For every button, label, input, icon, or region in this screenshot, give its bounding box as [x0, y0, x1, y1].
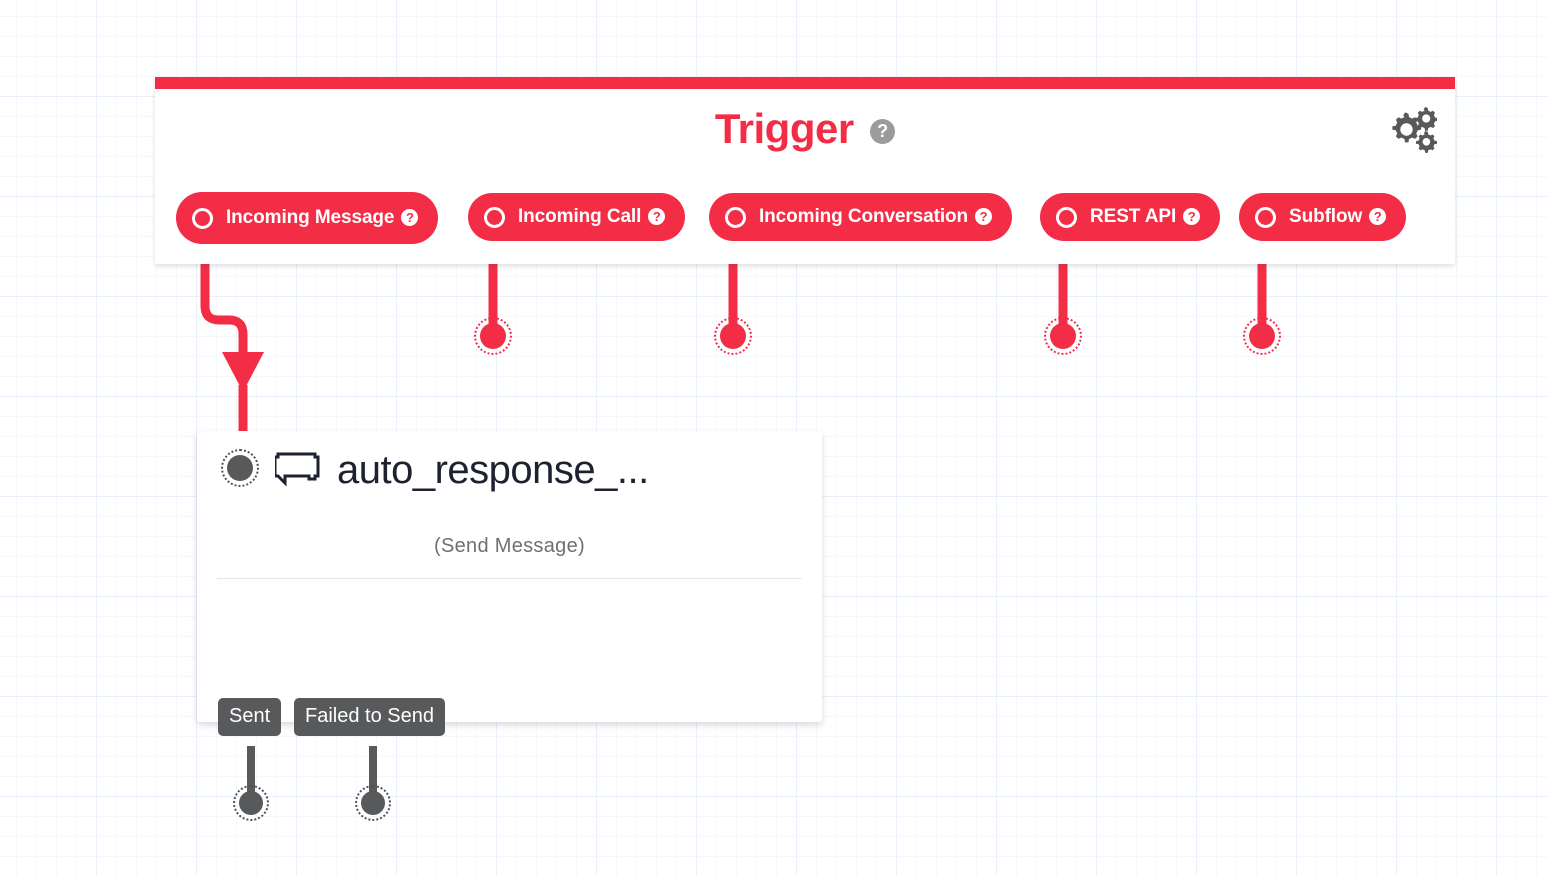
trigger-pill-label: Incoming Message [226, 207, 395, 228]
connector-endpoint-incoming-conversation[interactable] [714, 317, 752, 355]
trigger-pill-label: Incoming Conversation [759, 206, 969, 227]
connector-endpoint-rest-api[interactable] [1044, 317, 1082, 355]
gears-icon-svg [1392, 107, 1438, 153]
node-divider [217, 578, 802, 579]
trigger-pill-incoming-call[interactable]: Incoming Call ? [468, 193, 686, 241]
endpoint-fill [1249, 323, 1275, 349]
trigger-pill-subflow[interactable]: Subflow ? [1239, 193, 1407, 241]
trigger-help-icon-incoming-conversation[interactable]: ? [975, 207, 993, 225]
endpoint-fill [1050, 323, 1076, 349]
node-subtitle: (Send Message) [434, 535, 585, 557]
node-header: auto_response_... [275, 448, 649, 493]
trigger-pill-rest-api[interactable]: REST API ? [1040, 193, 1221, 241]
node-input-port[interactable] [221, 449, 259, 487]
trigger-port-incoming-call[interactable] [484, 206, 505, 228]
endpoint-fill [720, 323, 746, 349]
connector-arrowhead [222, 352, 264, 392]
trigger-help-icon-incoming-call[interactable]: ? [648, 207, 666, 225]
trigger-pill-label: REST API [1090, 206, 1177, 227]
node-card-auto-response[interactable] [197, 431, 822, 722]
port-fill [239, 791, 263, 815]
trigger-pill-incoming-conversation[interactable]: Incoming Conversation ? [709, 193, 1013, 241]
node-title: auto_response_... [337, 448, 649, 492]
trigger-help-icon-rest-api[interactable]: ? [1183, 207, 1201, 225]
connector-endpoint-subflow[interactable] [1243, 317, 1281, 355]
node-output-port-failed-to-send[interactable] [355, 785, 391, 821]
trigger-port-subflow[interactable] [1255, 206, 1276, 228]
node-output-label-sent[interactable]: Sent [218, 698, 282, 736]
endpoint-fill [480, 323, 506, 349]
chat-bubble-icon [275, 452, 320, 487]
trigger-port-incoming-message[interactable] [192, 207, 213, 229]
node-output-label-failed-to-send[interactable]: Failed to Send [294, 698, 445, 736]
connector-endpoint-incoming-call[interactable] [474, 317, 512, 355]
trigger-port-rest-api[interactable] [1056, 206, 1077, 228]
trigger-help-icon-subflow[interactable]: ? [1369, 207, 1387, 225]
node-output-port-sent[interactable] [233, 785, 269, 821]
port-fill [227, 455, 253, 481]
trigger-panel-accent-bar [155, 77, 1455, 89]
trigger-port-incoming-conversation[interactable] [725, 206, 746, 228]
trigger-pill-label: Subflow [1289, 206, 1363, 227]
gears-icon[interactable] [1385, 107, 1438, 155]
trigger-pill-incoming-message[interactable]: Incoming Message ? [176, 192, 439, 244]
port-fill [361, 791, 385, 815]
trigger-help-icon-incoming-message[interactable]: ? [401, 208, 419, 226]
trigger-pill-label: Incoming Call [518, 206, 642, 227]
